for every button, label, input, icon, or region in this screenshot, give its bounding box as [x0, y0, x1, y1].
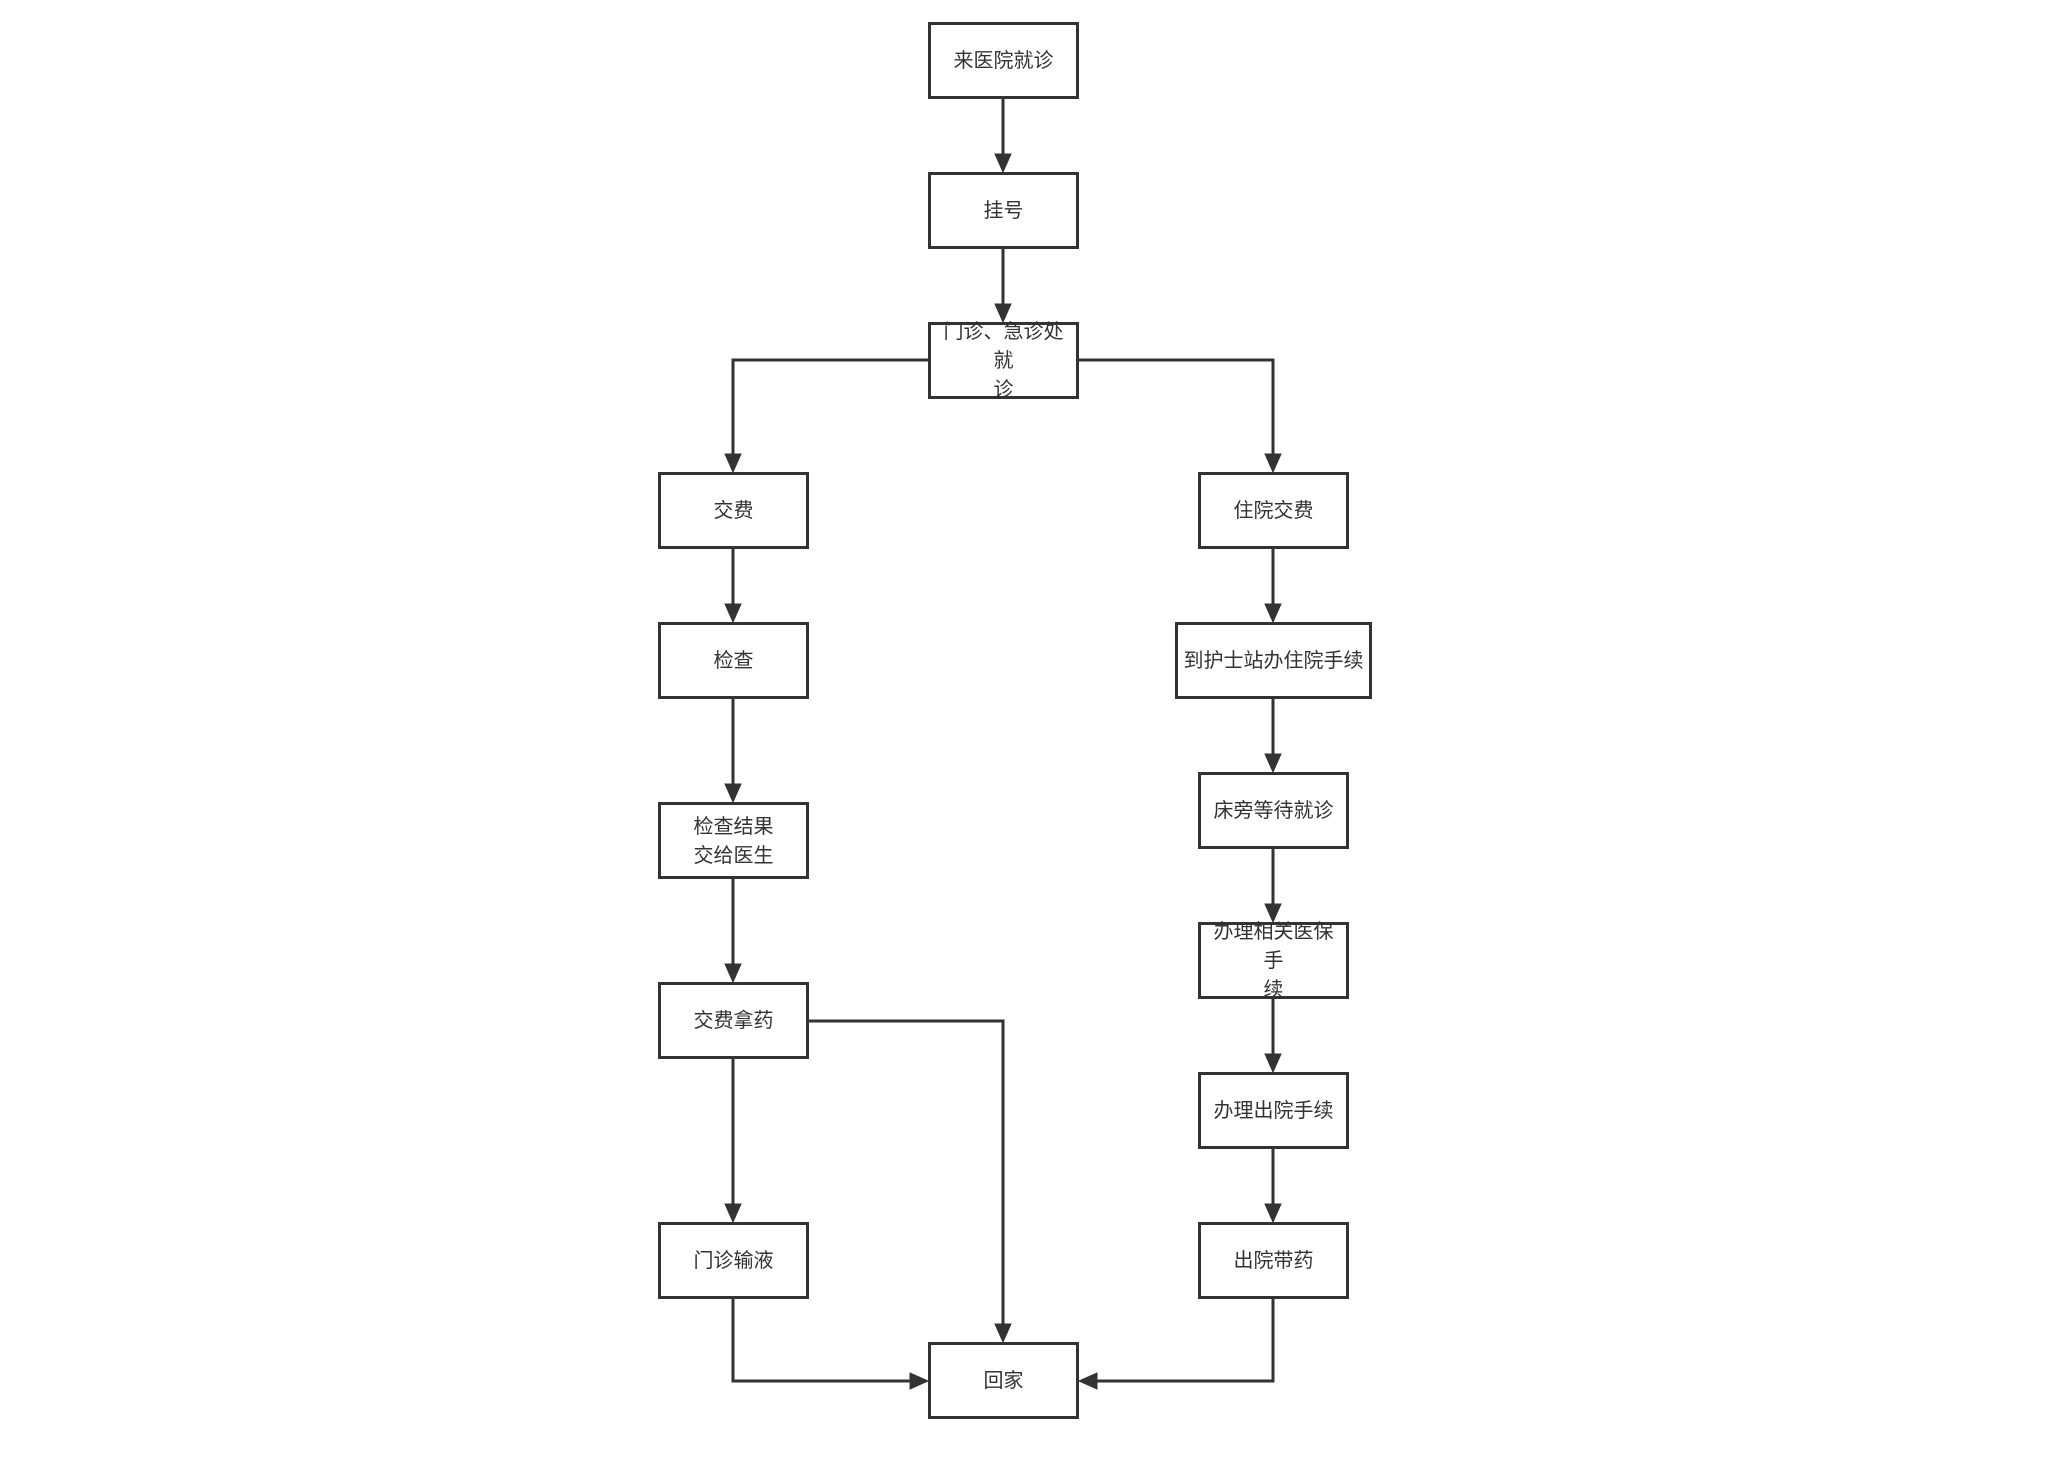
arrowhead	[724, 1203, 742, 1224]
connector-line	[809, 1019, 1005, 1324]
connector-line	[731, 1299, 910, 1383]
node-discharge-medication: 出院带药	[1198, 1222, 1349, 1299]
arrowhead	[724, 963, 742, 984]
node-visit-hospital: 来医院就诊	[928, 22, 1079, 99]
edge-discharge-to-discharge-meds	[1264, 1149, 1282, 1224]
arrowhead	[1264, 1053, 1282, 1074]
edge-bedside-to-insurance	[1264, 849, 1282, 924]
node-clinic-emergency: 门诊、急诊处就 诊	[928, 319, 1079, 401]
connector-line	[1079, 358, 1275, 454]
connector-line	[1097, 1299, 1275, 1383]
arrowhead	[724, 453, 742, 474]
arrowhead	[994, 303, 1012, 324]
arrowhead	[994, 1323, 1012, 1344]
arrowhead	[1264, 903, 1282, 924]
node-results-to-doctor: 检查结果 交给医生	[658, 802, 809, 879]
node-outpatient-infusion: 门诊输液	[658, 1222, 809, 1299]
node-examination: 检查	[658, 622, 809, 699]
node-go-home: 回家	[928, 1342, 1079, 1419]
edge-discharge-meds-to-home	[1077, 1299, 1275, 1390]
arrowhead	[1264, 1203, 1282, 1224]
arrowhead	[724, 783, 742, 804]
edge-register-to-clinic	[994, 249, 1012, 324]
edge-medicine-to-infusion	[724, 1059, 742, 1224]
edge-clinic-to-inpatient-pay	[1079, 358, 1282, 474]
node-register: 挂号	[928, 172, 1079, 249]
node-bedside-waiting: 床旁等待就诊	[1198, 772, 1349, 849]
edge-visit-to-register	[994, 99, 1012, 174]
edge-exam-to-results	[724, 699, 742, 804]
arrowhead	[724, 603, 742, 624]
node-pay-get-medicine: 交费拿药	[658, 982, 809, 1059]
edge-insurance-to-discharge	[1264, 999, 1282, 1074]
arrowhead	[1264, 453, 1282, 474]
edge-infusion-to-home	[731, 1299, 930, 1390]
arrowhead	[1264, 603, 1282, 624]
node-insurance-procedures: 办理相关医保手 续	[1198, 919, 1349, 1001]
edge-clinic-to-pay	[724, 358, 928, 474]
arrowhead	[1077, 1372, 1098, 1390]
arrowhead	[1264, 753, 1282, 774]
edge-results-to-medicine	[724, 879, 742, 984]
node-pay: 交费	[658, 472, 809, 549]
arrowhead	[909, 1372, 930, 1390]
node-inpatient-payment: 住院交费	[1198, 472, 1349, 549]
node-discharge-procedures: 办理出院手续	[1198, 1072, 1349, 1149]
node-nurse-station-admission: 到护士站办住院手续	[1175, 622, 1372, 699]
edge-medicine-to-home	[809, 1019, 1012, 1344]
edge-admission-to-bedside	[1264, 699, 1282, 774]
connector-line	[731, 358, 928, 454]
arrowhead	[994, 153, 1012, 174]
edge-pay-to-exam	[724, 549, 742, 624]
edge-inpatient-pay-to-admission	[1264, 549, 1282, 624]
